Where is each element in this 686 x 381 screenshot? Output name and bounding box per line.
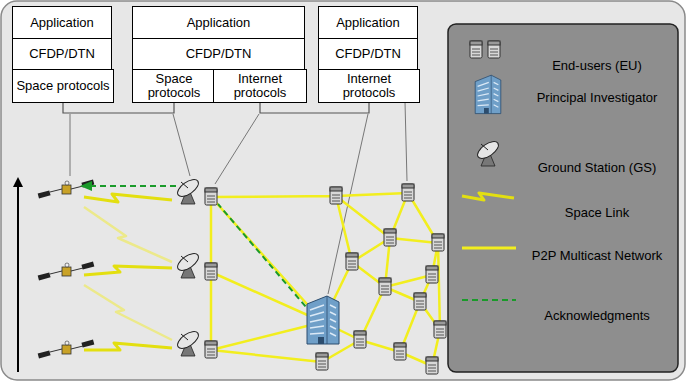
layer-label: Internet protocols — [214, 72, 306, 100]
layer-label: CFDP/DTN — [183, 47, 255, 61]
illustration-use — [38, 262, 95, 281]
legend-icons — [462, 41, 516, 300]
illustration-use — [38, 180, 95, 199]
stack-connector — [63, 103, 174, 113]
protocol-layer-box: CFDP/DTN — [132, 38, 305, 70]
illustration-use — [470, 41, 482, 58]
satellites — [38, 180, 95, 359]
layer-label: Space protocols — [13, 79, 112, 93]
protocol-layer-box: Application — [318, 6, 418, 39]
p2p-network-links — [211, 193, 440, 366]
illustration-line — [173, 114, 190, 176]
illustration-use — [394, 343, 406, 360]
protocol-layer-box: Application — [132, 6, 305, 39]
legend-label: Principal Investigator — [522, 90, 672, 106]
layer-label: Space protocols — [133, 72, 215, 100]
legend-label: Acknowledgments — [522, 308, 672, 324]
ground-stations — [175, 176, 202, 356]
illustration-line — [462, 247, 516, 250]
space-links — [84, 194, 172, 350]
end-user-servers — [205, 184, 446, 374]
illustration-use — [205, 188, 217, 205]
illustration-path — [84, 285, 172, 340]
illustration-line — [462, 299, 516, 301]
layer-label: CFDP/DTN — [26, 47, 98, 61]
illustration-path — [84, 343, 172, 350]
legend-label: P2P Multicast Network — [522, 248, 672, 264]
illustration-use — [379, 278, 391, 295]
illustration-use — [402, 184, 414, 201]
illustration-use — [434, 321, 446, 338]
illustration-use — [384, 229, 396, 246]
illustration-use — [475, 75, 501, 113]
protocol-layer-box: Space protocols — [132, 69, 216, 103]
illustration-use — [38, 340, 95, 359]
illustration-use — [205, 263, 217, 280]
layer-label: Application — [184, 16, 254, 30]
legend-label: Ground Station (GS) — [522, 160, 672, 176]
altitude-arrow — [17, 182, 19, 372]
illustration-line — [86, 185, 176, 187]
protocol-layer-box: Application — [12, 6, 112, 39]
illustration-use — [475, 138, 502, 166]
illustration-use — [426, 357, 438, 374]
illustration-use — [316, 353, 328, 370]
legend-panel — [448, 24, 678, 372]
illustration-use — [426, 266, 438, 283]
illustration-use — [175, 328, 202, 356]
illustration-use — [346, 253, 358, 270]
illustration-use — [432, 234, 444, 251]
illustration-use — [354, 331, 366, 348]
illustration-use — [175, 250, 202, 278]
illustration-use — [488, 41, 500, 58]
illustration-use — [205, 341, 217, 358]
layer-label: Internet protocols — [319, 72, 419, 100]
illustration-line — [70, 114, 71, 176]
illustration-path — [84, 194, 172, 202]
protocol-layer-box: Space protocols — [12, 69, 114, 103]
protocol-layer-box: CFDP/DTN — [318, 38, 418, 70]
illustration-use — [414, 293, 426, 310]
acknowledgments — [86, 186, 312, 314]
illustration-use — [175, 176, 202, 204]
layer-label: CFDP/DTN — [332, 47, 404, 61]
layer-label: Application — [333, 16, 403, 30]
principal-investigator-building — [307, 296, 339, 344]
legend-label: Space Link — [522, 205, 672, 221]
protocol-layer-box: Internet protocols — [213, 69, 307, 103]
illustration-line — [405, 102, 407, 181]
stack-connector — [260, 103, 369, 113]
illustration-line — [215, 114, 259, 184]
protocol-layer-box: CFDP/DTN — [12, 38, 112, 70]
illustration-use — [330, 187, 342, 204]
illustration-path — [84, 266, 172, 275]
illustration-path — [84, 207, 172, 262]
layer-label: Application — [27, 16, 97, 30]
illustration-path — [462, 193, 514, 200]
legend-label: End-users (EU) — [522, 58, 672, 74]
legend: End-users (EU) Principal InvestigatorGrou… — [448, 24, 678, 372]
protocol-layer-box: Internet protocols — [318, 69, 420, 103]
illustration-line — [218, 204, 312, 314]
